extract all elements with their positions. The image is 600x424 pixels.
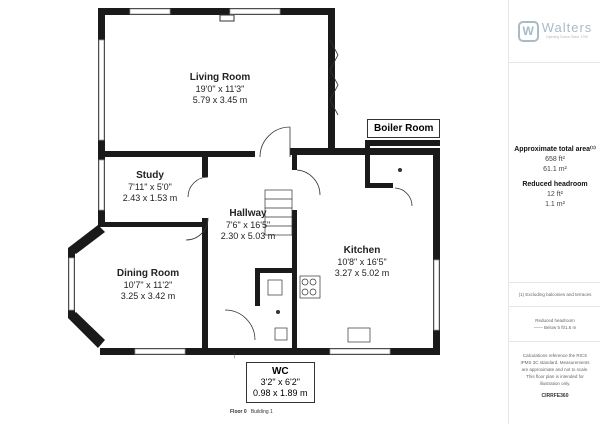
fireplace <box>219 14 235 22</box>
reduced-title: Reduced headroom <box>522 181 588 188</box>
reduced-m: 1.1 m² <box>545 201 565 208</box>
disclaimer: Calculations reference the RICS IPMS 3C … <box>520 353 590 399</box>
floor-plan: ↑ <box>68 8 440 360</box>
footnote: (1) Excluding balconies and terraces <box>509 283 600 307</box>
floor-footer: Floor 0 Building 1 <box>230 409 273 415</box>
boiler-room-label: Boiler Room <box>367 119 441 138</box>
legend: Reduced headroom—— Below 5 ft/1.5 m <box>509 307 600 342</box>
walls <box>68 8 440 355</box>
stairs <box>264 189 371 343</box>
entrance-arrow: ↑ <box>232 350 237 360</box>
area-m: 61.1 m² <box>543 166 567 173</box>
doors <box>185 39 413 341</box>
area-ft: 658 ft² <box>545 156 565 163</box>
reduced-ft: 12 ft² <box>547 191 563 198</box>
area-title: Approximate total area⁽¹⁾ <box>514 146 596 153</box>
windows <box>68 8 440 355</box>
area-section: Approximate total area⁽¹⁾ 658 ft² 61.1 m… <box>509 63 600 283</box>
